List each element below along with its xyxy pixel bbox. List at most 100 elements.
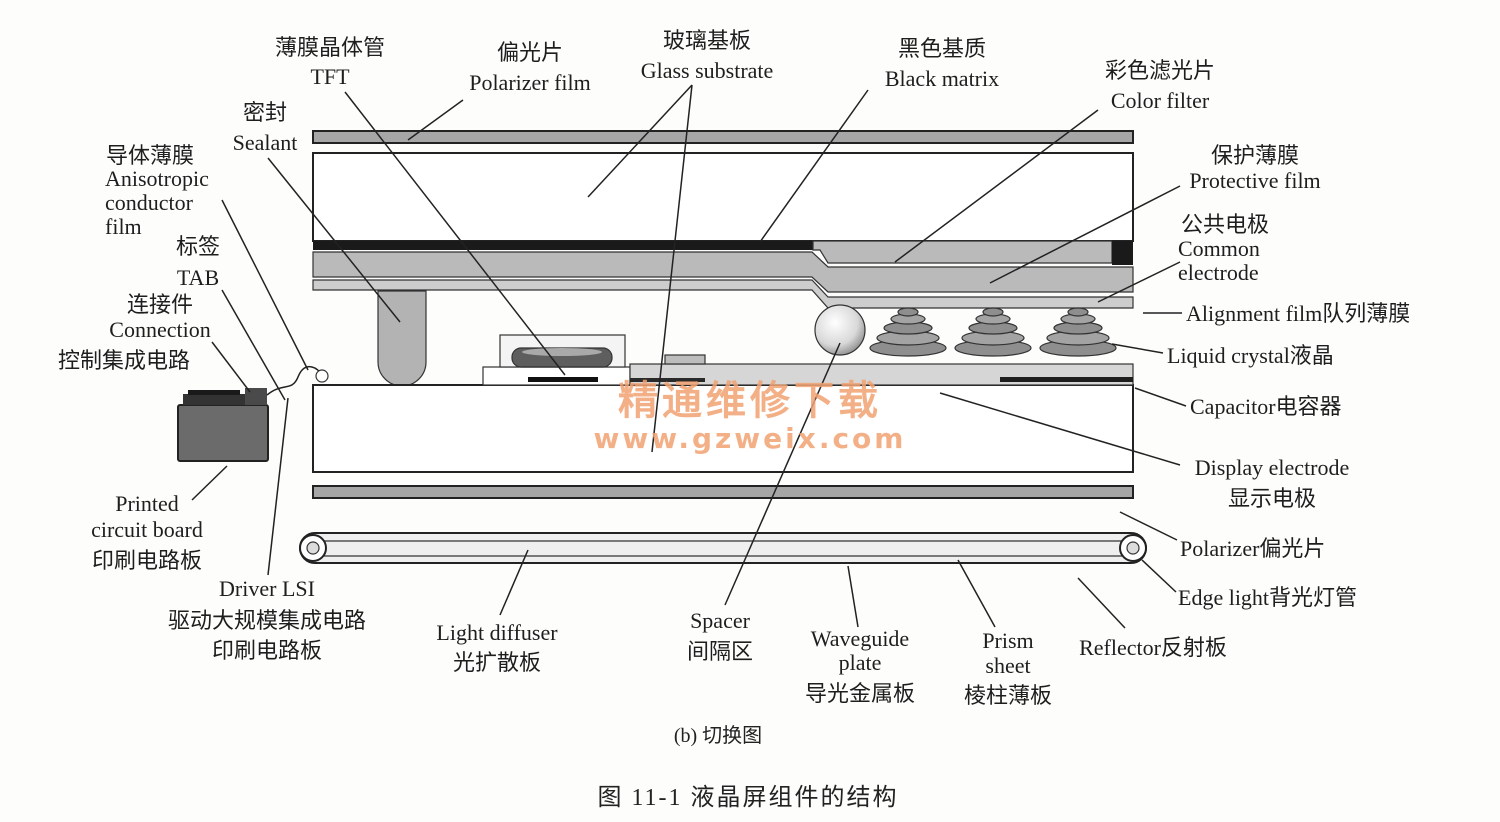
label-anisotropic-en-2: conductor (105, 190, 194, 215)
label-spacer-zh: 间隔区 (687, 639, 753, 664)
label-driver-lsi-en: Driver LSI (219, 576, 315, 601)
lc-layer (897, 307, 919, 317)
label-waveguide-en-2: plate (839, 650, 882, 675)
label-sealant-zh: 密封 (243, 100, 287, 125)
leader-spacer (724, 342, 841, 606)
capacitor-electrode (1000, 377, 1133, 382)
liquid-crystal-stack-3 (1039, 307, 1117, 357)
label-tab-zh: 标签 (176, 234, 220, 259)
label-connection-zh: 连接件 (127, 292, 193, 317)
liquid-crystal-stack-2 (954, 307, 1032, 357)
label-driver-lsi-zh-1: 驱动大规模集成电路 (168, 608, 366, 633)
black-matrix-band (313, 241, 813, 250)
tft-base (482, 366, 631, 386)
tab-flex (266, 365, 321, 396)
label-tft-zh: 薄膜晶体管 (275, 35, 385, 60)
label-display-electrode-zh: 显示电极 (1228, 486, 1316, 511)
label-color-filter-en: Color filter (1111, 88, 1210, 113)
label-anisotropic-en-3: film (105, 214, 142, 239)
label-anisotropic-zh: 导体薄膜 (106, 143, 194, 168)
label-liquid-crystal: Liquid crystal液晶 (1167, 343, 1334, 368)
tab-contact (315, 369, 329, 383)
leader-reflector (1077, 577, 1126, 629)
leader-light-diffuser (499, 549, 529, 616)
panel-caption: (b) 切换图 (674, 724, 762, 747)
top-polarizer (312, 130, 1134, 144)
leader-display-electrode (939, 392, 1181, 466)
tft (482, 334, 631, 386)
label-capacitor: Capacitor电容器 (1190, 394, 1342, 419)
label-common-electrode-zh: 公共电极 (1181, 212, 1269, 237)
label-pcb-en-1: Printed (115, 491, 179, 516)
leader-polarizer-bottom (1119, 511, 1178, 541)
label-polarizer-bottom: Polarizer偏光片 (1180, 536, 1325, 561)
leader-tft (344, 91, 566, 376)
backlight-unit (299, 532, 1147, 564)
label-light-diffuser-en: Light diffuser (436, 620, 558, 645)
label-pcb-zh: 印刷电路板 (92, 548, 202, 573)
label-prism-zh: 棱柱薄板 (964, 683, 1052, 708)
edge-light-right-core (1126, 541, 1140, 555)
label-sealant-en: Sealant (233, 130, 298, 155)
label-waveguide-zh: 导光金属板 (805, 681, 915, 706)
leader-edge-light (1141, 559, 1177, 593)
label-glass-substrate-en: Glass substrate (641, 58, 774, 83)
label-color-filter-zh: 彩色滤光片 (1105, 58, 1215, 83)
label-polarizer-film-zh: 偏光片 (497, 40, 563, 65)
label-common-electrode-en-1: Common (1178, 236, 1260, 261)
lc-layer (982, 307, 1004, 317)
label-protective-film-en: Protective film (1189, 168, 1320, 193)
sealant (377, 290, 427, 387)
leader-driver-lsi (267, 397, 289, 576)
label-display-electrode-en: Display electrode (1195, 455, 1350, 480)
alignment-film (312, 279, 1134, 309)
leader-pcb (191, 465, 228, 501)
leader-prism-sheet (957, 559, 996, 628)
label-waveguide-en-1: Waveguide (811, 626, 909, 651)
edge-light-left-core (306, 541, 320, 555)
tft-gate-highlight (522, 348, 602, 356)
label-alignment-film: Alignment film队列薄膜 (1186, 301, 1410, 326)
leader-glass-top (587, 84, 693, 198)
leader-black-matrix (759, 89, 869, 243)
label-prism-en-1: Prism (982, 628, 1033, 653)
spacer-ball (814, 304, 866, 356)
label-spacer-en: Spacer (690, 608, 751, 633)
leader-tab (221, 289, 286, 401)
label-connection-en: Connection (109, 317, 210, 342)
watermark-name: 精通维修下载 (618, 378, 882, 424)
label-pcb-en-2: circuit board (91, 517, 203, 542)
label-polarizer-film-en: Polarizer film (469, 70, 591, 95)
tft-channel (528, 377, 598, 382)
leader-polarizer-film (407, 99, 464, 141)
label-reflector: Reflector反射板 (1079, 635, 1227, 660)
leader-protective-film (989, 185, 1181, 284)
bottom-polarizer (312, 485, 1134, 499)
leader-glass-bottom (651, 84, 693, 453)
control-ic-chip-top (188, 390, 240, 395)
leader-anisotropic (221, 199, 309, 371)
watermark-url: www.gzweix.com (594, 422, 907, 455)
label-black-matrix-en: Black matrix (885, 66, 999, 91)
printed-circuit-board (177, 404, 269, 462)
label-glass-substrate-zh: 玻璃基板 (663, 28, 751, 53)
black-matrix-end (1112, 241, 1133, 265)
label-driver-lsi-zh-2: 印刷电路板 (212, 638, 322, 663)
electrode-step (664, 354, 706, 365)
figure-caption: 图 11-1 液晶屏组件的结构 (597, 784, 898, 811)
label-anisotropic-en-1: Anisotropic (105, 166, 209, 191)
leader-color-filter (894, 109, 1099, 263)
leader-common-electrode (1097, 261, 1181, 303)
lc-layer (1067, 307, 1089, 317)
leader-waveguide (847, 565, 859, 628)
label-control-ic: 控制集成电路 (58, 348, 190, 373)
leader-sealant (267, 157, 401, 323)
connection-block (245, 388, 267, 405)
label-prism-en-2: sheet (985, 653, 1030, 678)
leader-connection (211, 341, 251, 393)
label-tft-en: TFT (310, 64, 350, 89)
label-light-diffuser-zh: 光扩散板 (453, 650, 541, 675)
top-glass-substrate (312, 152, 1134, 242)
protective-film (312, 251, 1134, 293)
